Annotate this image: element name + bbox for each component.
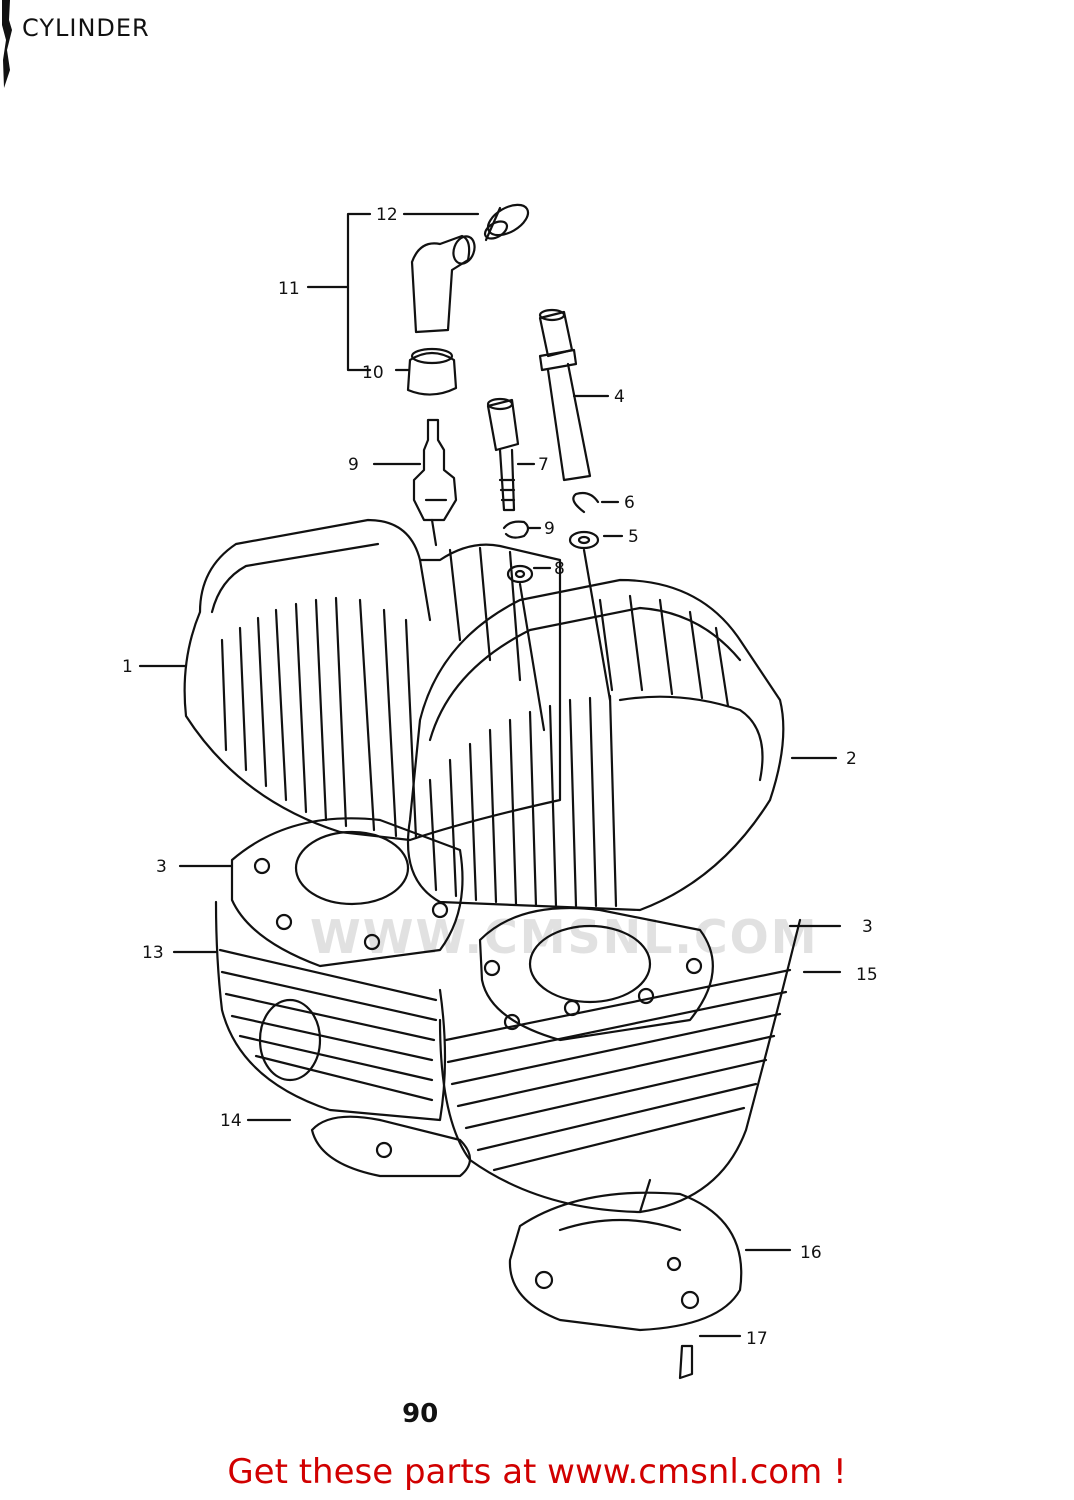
- callout-10: 9: [348, 455, 359, 475]
- bracket-11: [346, 212, 372, 372]
- part-6-clip: [572, 491, 620, 514]
- callout-9: 9: [544, 519, 555, 539]
- callout-7: 7: [538, 455, 549, 475]
- part-3-head-gasket-left: [178, 817, 464, 968]
- callout-15-left: 14: [220, 1111, 242, 1131]
- callout-2: 2: [846, 749, 857, 769]
- part-2-cylinder-head-right: [406, 578, 838, 912]
- callout-16: 16: [800, 1243, 822, 1263]
- part-14-cylinder-left: [172, 900, 447, 1122]
- callout-17: 17: [746, 1329, 768, 1349]
- callout-12: 10: [362, 363, 384, 383]
- page-title: CYLINDER: [22, 14, 150, 42]
- page-code: 06: [402, 1396, 439, 1426]
- part-15-base-gasket-left: [246, 1115, 472, 1178]
- callout-4: 4: [614, 387, 625, 407]
- callout-14: 13: [142, 943, 164, 963]
- callout-6: 6: [624, 493, 635, 513]
- part-3-head-gasket-right: [478, 906, 842, 1042]
- callout-3-left: 3: [156, 857, 167, 877]
- callout-1: 1: [122, 657, 133, 677]
- part-4-stud: [538, 308, 610, 482]
- callout-13: 12: [376, 205, 398, 225]
- scan-edge-mark: [2, 0, 12, 88]
- callout-15-right: 15: [856, 965, 878, 985]
- part-11-plug-cap: [410, 234, 476, 334]
- part-10-spark-plug: [372, 418, 458, 547]
- part-16-base-gasket-right: [508, 1191, 792, 1332]
- part-7-bolt: [486, 397, 536, 512]
- part-15-cylinder-right: [438, 918, 842, 1214]
- part-1-cylinder-head-left: [138, 518, 562, 842]
- part-17-stud: [678, 1334, 742, 1380]
- part-8-washer: [506, 564, 552, 732]
- footer-link[interactable]: Get these parts at www.cmsnl.com !: [227, 1452, 847, 1492]
- callout-5: 5: [628, 527, 639, 547]
- part-13-bushing: [483, 203, 530, 242]
- callout-11: 11: [278, 279, 300, 299]
- part-12-boot: [406, 347, 458, 396]
- callout-3-right: 3: [862, 917, 873, 937]
- callout-8: 8: [554, 559, 565, 579]
- part-9-lock-washer: [502, 520, 542, 539]
- part-5-washer: [568, 530, 624, 702]
